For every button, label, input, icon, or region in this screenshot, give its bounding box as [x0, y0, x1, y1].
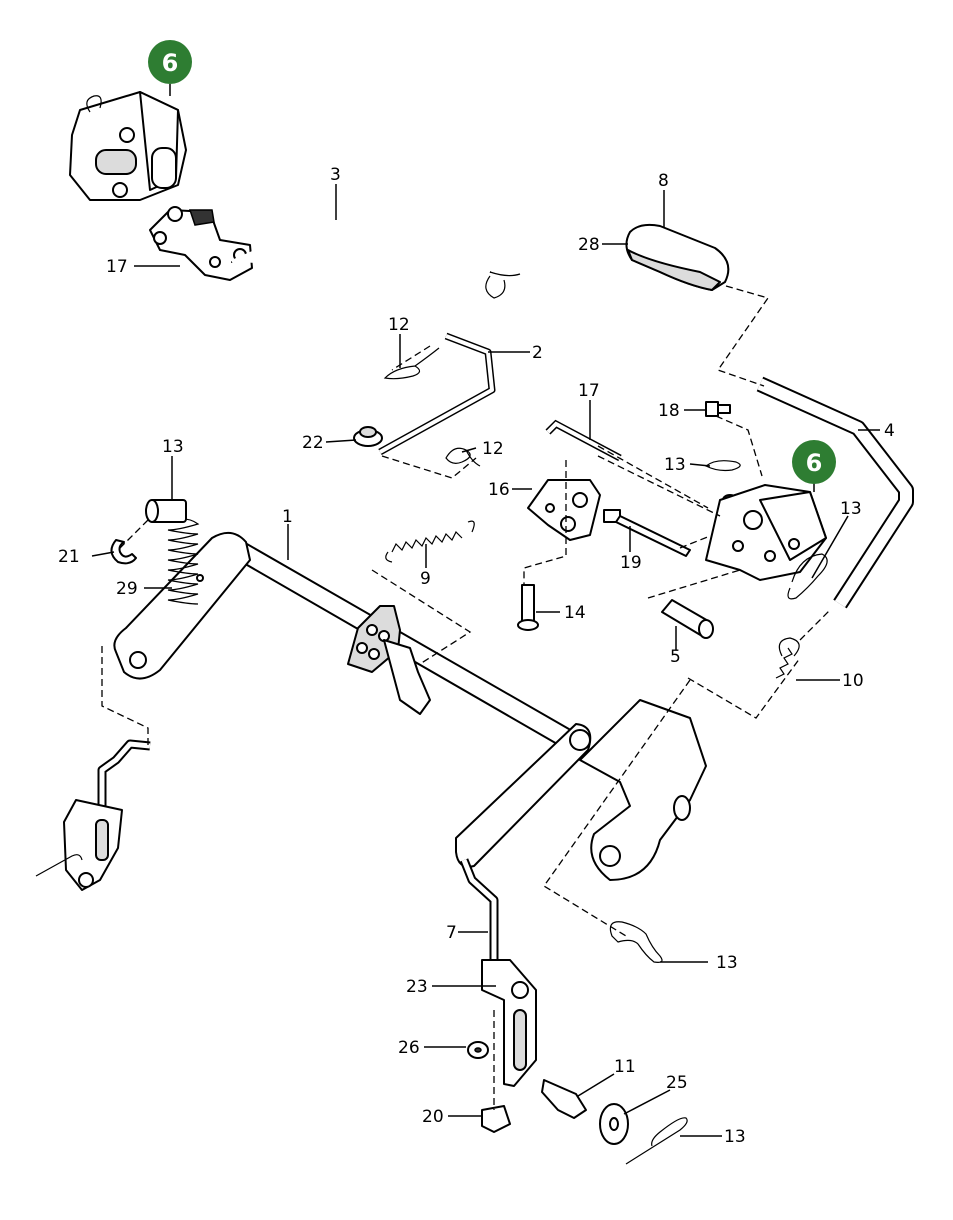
part-17-bracket: [149, 206, 253, 281]
part-5-spacer: [661, 599, 714, 639]
callout-24: 22: [302, 433, 324, 453]
callout-27: 25: [666, 1073, 688, 1093]
callout-15: 13: [162, 437, 184, 457]
callout-28: 28: [578, 235, 600, 255]
part-8-handle-grip: [625, 223, 730, 291]
part-25-bracket: [481, 959, 537, 1087]
right-lever-arm: [455, 699, 707, 881]
callout-9: 9: [420, 569, 431, 589]
callout-20: 18: [658, 401, 680, 421]
left-lower-link: [35, 739, 151, 891]
callout-13-c: 13: [724, 1127, 746, 1147]
part-13-clip-c: [625, 1117, 688, 1165]
callout-12-b: 12: [482, 439, 504, 459]
part-10-spring: [775, 637, 800, 679]
callout-21: 19: [620, 553, 642, 573]
part-12-clip-a: [383, 347, 440, 380]
part-12-clip-b: [445, 447, 481, 467]
callout-7: 7: [446, 923, 457, 943]
callout-16: 14: [564, 603, 586, 623]
callout-3: 3: [330, 165, 341, 185]
callout-4: 4: [884, 421, 895, 441]
callout-13-b: 13: [716, 953, 738, 973]
callout-19: 17: [578, 381, 600, 401]
part-3-rod: [231, 217, 521, 299]
part-11-pin: [541, 1079, 587, 1119]
callout-29: 29: [116, 579, 138, 599]
part-23-washer: [110, 539, 137, 565]
callout-2: 2: [532, 343, 543, 363]
pedal-plate: [347, 605, 431, 715]
part-24-pin: [353, 426, 383, 447]
callout-10: 10: [842, 671, 864, 691]
assembly-6-top: [69, 91, 187, 201]
part-9-spring: [385, 520, 475, 563]
callout-18: 16: [488, 480, 510, 500]
callout-12-a: 12: [388, 315, 410, 335]
part-4-rod: [756, 376, 914, 609]
badge-6-top-text: 6: [162, 49, 179, 77]
part-13-clip-b: [609, 921, 663, 963]
badge-6-right-text: 6: [806, 449, 823, 477]
part-7-rod: [459, 858, 499, 960]
badge-6-right[interactable]: 6: [792, 440, 836, 484]
callout-labels: 3 17 8 28 12 2 17 18 4 22 12 13 13 16 13…: [58, 165, 895, 1147]
part-20-bolt: [705, 401, 731, 417]
part-2-rod: [378, 332, 496, 456]
part-29-spring: [167, 518, 200, 605]
part-15-bolt: [145, 499, 187, 523]
callout-13-a: 13: [840, 499, 862, 519]
callout-1: 1: [282, 507, 293, 527]
part-18-bracket: [527, 479, 601, 541]
part-21-bolt: [603, 509, 691, 557]
callout-14: 13: [664, 455, 686, 475]
leader-lines: [91, 84, 880, 1137]
callout-8: 8: [658, 171, 669, 191]
callout-22: 20: [422, 1107, 444, 1127]
callout-5: 5: [670, 647, 681, 667]
callout-25: 23: [406, 977, 428, 997]
callout-26: 26: [398, 1038, 420, 1058]
assembly-dash-lines: [101, 285, 831, 1110]
part-22-nut: [481, 1105, 511, 1133]
part-13-clip-a: [787, 553, 828, 600]
callout-17: 17: [106, 257, 128, 277]
callout-11: 11: [614, 1057, 636, 1077]
assembly-6-right: [705, 484, 827, 581]
part-27-washer: [599, 1103, 629, 1145]
part-26-washer: [467, 1041, 489, 1059]
part-14-clip: [704, 460, 741, 472]
callout-23: 21: [58, 547, 80, 567]
part-16-pin: [517, 584, 539, 631]
part-1-left-arm: [113, 531, 251, 680]
badge-6-top[interactable]: 6: [148, 40, 192, 84]
